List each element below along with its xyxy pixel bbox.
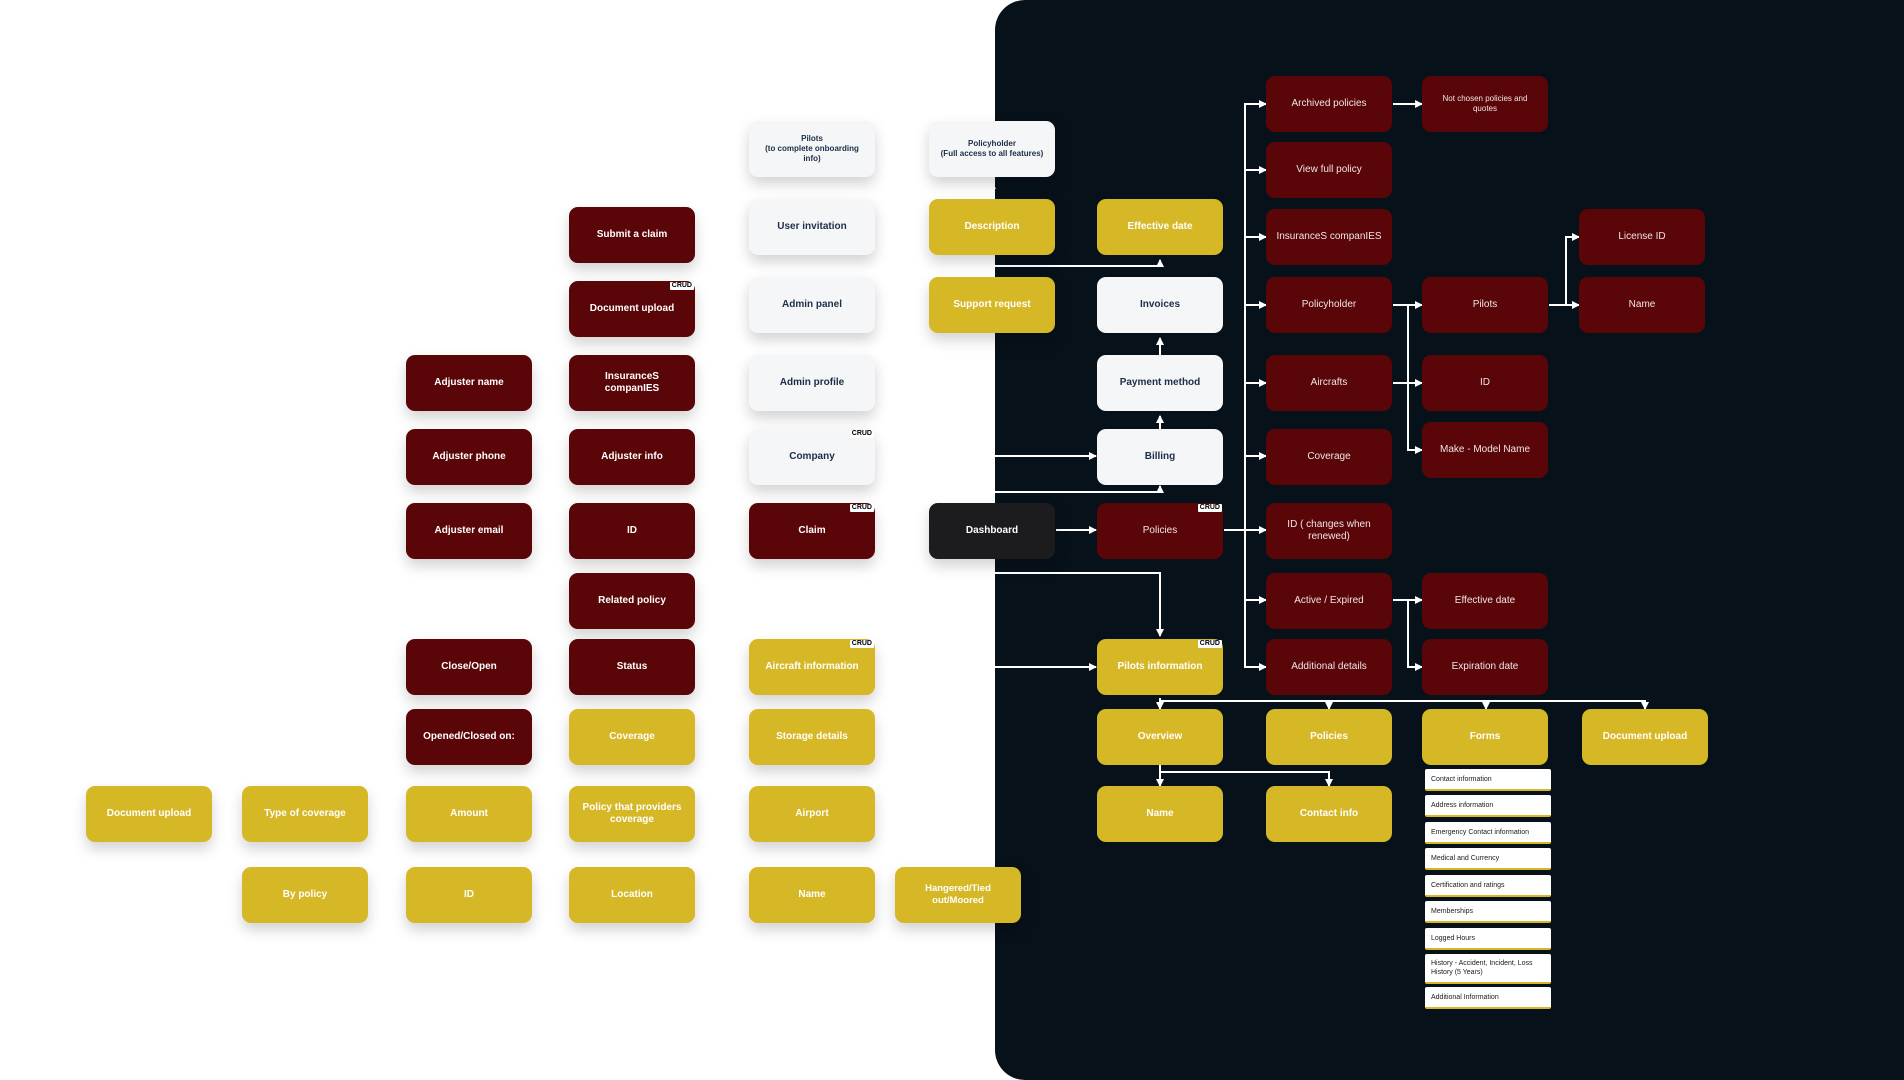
contact-info-node[interactable]: Contact info [1266, 786, 1392, 842]
crud-badge: CRUD [849, 430, 874, 438]
aircraft-id-node[interactable]: ID [1422, 355, 1548, 411]
form-item[interactable]: Contact information [1425, 769, 1551, 791]
form-item[interactable]: Medical and Currency [1425, 848, 1551, 870]
form-item[interactable]: Memberships [1425, 901, 1551, 923]
claim-label: Claim [798, 525, 826, 536]
edge-adjuster-email [532, 456, 551, 534]
edge-status-opened [532, 667, 551, 741]
form-item[interactable]: Certification and ratings [1425, 875, 1551, 897]
crud-badge: CRUD [849, 640, 874, 648]
policies-pilot-node[interactable]: Policies [1266, 709, 1392, 765]
document-upload-claim-label: Document upload [589, 303, 675, 314]
license-id-node[interactable]: License ID [1579, 209, 1705, 265]
policy-providers-coverage-node[interactable]: Policy that providers coverage [569, 786, 695, 842]
insurance-companies-pol-node[interactable]: InsuranceS companIES [1266, 209, 1392, 265]
active-expired-node[interactable]: Active / Expired [1266, 573, 1392, 629]
policies-center-node[interactable]: Policies CRUD [1097, 503, 1223, 559]
overview-node[interactable]: Overview [1097, 709, 1223, 765]
document-upload-pilot-node[interactable]: Document upload [1582, 709, 1708, 765]
insurance-companies-claim-node[interactable]: InsuranceS companIES [569, 355, 695, 411]
form-item[interactable]: Logged Hours [1425, 928, 1551, 950]
payment-method-node[interactable]: Payment method [1097, 355, 1223, 411]
overview-name-node[interactable]: Name [1097, 786, 1223, 842]
airport-id-node[interactable]: ID [406, 867, 532, 923]
description-node[interactable]: Description [929, 199, 1055, 255]
admin-profile-node[interactable]: Admin profile [749, 355, 875, 411]
archived-policies-node[interactable]: Archived policies [1266, 76, 1392, 132]
crud-badge: CRUD [1197, 640, 1222, 648]
effective-date-top-node[interactable]: Effective date [1097, 199, 1223, 255]
policyholder-access-node[interactable]: Policyholder (Full access to all feature… [929, 121, 1055, 177]
adjuster-name-node[interactable]: Adjuster name [406, 355, 532, 411]
invoices-node[interactable]: Invoices [1097, 277, 1223, 333]
edge-airport-bus [465, 842, 813, 868]
edge-dashboard-down [808, 559, 993, 637]
crud-badge: CRUD [849, 504, 874, 512]
submit-claim-node[interactable]: Submit a claim [569, 207, 695, 263]
expiration-date-node[interactable]: Expiration date [1422, 639, 1548, 695]
form-item[interactable]: History - Accident, Incident, Loss Histo… [1425, 954, 1551, 984]
dashboard-node[interactable]: Dashboard [929, 503, 1055, 559]
coverage-node[interactable]: Coverage [569, 709, 695, 765]
id-changes-node[interactable]: ID ( changes when renewed) [1266, 503, 1392, 559]
forms-node[interactable]: Forms [1422, 709, 1548, 765]
pilots-information-node[interactable]: Pilots information CRUD [1097, 639, 1223, 695]
pilots-invite-node[interactable]: Pilots (to complete onboarding info) [749, 121, 875, 177]
policies-center-label: Policies [1142, 525, 1178, 536]
company-label: Company [789, 451, 835, 462]
edge-to-policyholder [812, 181, 996, 191]
airport-node[interactable]: Airport [749, 786, 875, 842]
type-of-coverage-node[interactable]: Type of coverage [242, 786, 368, 842]
pilots-information-label: Pilots information [1117, 661, 1203, 672]
claim-id-node[interactable]: ID [569, 503, 695, 559]
edge-adjuster-bus [532, 379, 569, 457]
policyholder-node[interactable]: Policyholder [1266, 277, 1392, 333]
form-item[interactable]: Emergency Contact information [1425, 822, 1551, 844]
location-node[interactable]: Location [569, 867, 695, 923]
pilots-pol-node[interactable]: Pilots [1422, 277, 1548, 333]
company-node[interactable]: Company CRUD [749, 429, 875, 485]
aircraft-information-node[interactable]: Aircraft information CRUD [749, 639, 875, 695]
coverage-pol-node[interactable]: Coverage [1266, 429, 1392, 485]
form-item[interactable]: Additional Information [1425, 987, 1551, 1009]
related-policy-node[interactable]: Related policy [569, 573, 695, 629]
airport-name-node[interactable]: Name [749, 867, 875, 923]
document-upload-coverage-node[interactable]: Document upload [86, 786, 212, 842]
aircraft-information-label: Aircraft information [765, 661, 859, 672]
storage-details-node[interactable]: Storage details [749, 709, 875, 765]
pilot-name-node[interactable]: Name [1579, 277, 1705, 333]
claim-node[interactable]: Claim CRUD [749, 503, 875, 559]
additional-details-node[interactable]: Additional details [1266, 639, 1392, 695]
view-full-policy-node[interactable]: View full policy [1266, 142, 1392, 198]
status-node[interactable]: Status [569, 639, 695, 695]
document-upload-claim-node[interactable]: Document upload CRUD [569, 281, 695, 337]
crud-badge: CRUD [669, 282, 694, 290]
edge-claim-bus [722, 235, 749, 531]
effective-date-pol-node[interactable]: Effective date [1422, 573, 1548, 629]
support-request-node[interactable]: Support request [929, 277, 1055, 333]
admin-panel-node[interactable]: Admin panel [749, 277, 875, 333]
edge-coverage-bus [144, 765, 633, 787]
opened-closed-on-node[interactable]: Opened/Closed on: [406, 709, 532, 765]
make-model-node[interactable]: Make - Model Name [1422, 422, 1548, 478]
hangered-node[interactable]: Hangered/Tied out/Moored [895, 867, 1021, 923]
by-policy-node[interactable]: By policy [242, 867, 368, 923]
close-open-node[interactable]: Close/Open [406, 639, 532, 695]
crud-badge: CRUD [1197, 504, 1222, 512]
billing-node[interactable]: Billing [1097, 429, 1223, 485]
not-chosen-node[interactable]: Not chosen policies and quotes [1422, 76, 1548, 132]
aircrafts-node[interactable]: Aircrafts [1266, 355, 1392, 411]
amount-node[interactable]: Amount [406, 786, 532, 842]
adjuster-email-node[interactable]: Adjuster email [406, 503, 532, 559]
adjuster-phone-node[interactable]: Adjuster phone [406, 429, 532, 485]
edge-aircraft-down [628, 698, 813, 710]
adjuster-info-node[interactable]: Adjuster info [569, 429, 695, 485]
user-invitation-node[interactable]: User invitation [749, 199, 875, 255]
form-item[interactable]: Address information [1425, 795, 1551, 817]
